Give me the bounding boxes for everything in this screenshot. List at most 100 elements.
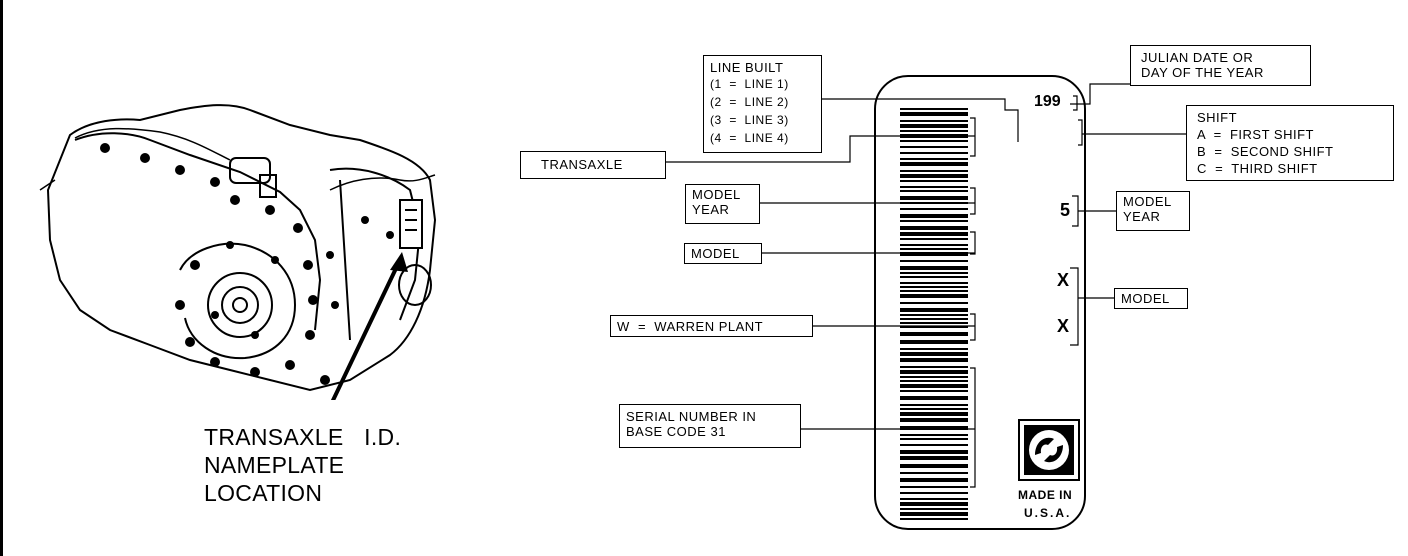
model-left-label: MODEL (691, 246, 740, 261)
barcode-bar (900, 162, 968, 166)
barcode-bar (900, 358, 968, 362)
barcode-bar (900, 380, 968, 382)
line-built-2: (2 = LINE 2) (710, 95, 789, 109)
barcode-bar (900, 226, 968, 230)
julian-date-line1: JULIAN DATE OR (1141, 50, 1254, 65)
id-nameplate (874, 75, 1086, 530)
callout-warren-plant: W = WARREN PLANT (610, 315, 813, 337)
shift-title: SHIFT (1197, 110, 1238, 125)
barcode-bar (900, 390, 968, 392)
barcode-bar (900, 290, 968, 292)
callout-model-year-left: MODEL YEAR (685, 184, 760, 224)
barcode-bar (900, 512, 968, 516)
barcode-bar (900, 220, 968, 222)
barcode-bar (900, 456, 968, 460)
barcode-bar (900, 478, 968, 482)
barcode (900, 108, 968, 520)
barcode-bar (900, 208, 968, 210)
callout-model-year-right: MODEL YEAR (1116, 191, 1190, 231)
barcode-bar (900, 486, 968, 488)
caption-location: LOCATION (204, 480, 323, 506)
barcode-bar (900, 366, 968, 368)
model-year-left-line1: MODEL (692, 187, 741, 202)
barcode-bar (900, 492, 968, 494)
model-year-left-line2: YEAR (692, 202, 730, 217)
barcode-bar (900, 108, 968, 110)
model-year-right-line1: MODEL (1123, 194, 1172, 209)
barcode-bar (900, 232, 968, 236)
barcode-bar (900, 186, 968, 188)
barcode-bar (900, 384, 968, 388)
barcode-bar (900, 472, 968, 474)
serial-number-line2: BASE CODE 31 (626, 424, 726, 439)
shift-a: A = FIRST SHIFT (1197, 127, 1314, 142)
barcode-bar (900, 314, 968, 316)
barcode-bar (900, 426, 968, 430)
caption-nameplate: NAMEPLATE (204, 452, 345, 478)
barcode-bar (900, 404, 968, 406)
barcode-bar (900, 170, 968, 172)
caption-transaxle: TRANSAXLE I.D. (204, 424, 401, 451)
line-built-3: (3 = LINE 3) (710, 113, 789, 127)
barcode-bar (900, 376, 968, 378)
barcode-bar (900, 266, 968, 270)
transaxle-illustration (39, 104, 437, 400)
callout-model-right: MODEL (1114, 288, 1188, 309)
caption-line1: TRANSAXLE (204, 424, 344, 450)
callout-shift: SHIFT A = FIRST SHIFT B = SECOND SHIFT C… (1186, 105, 1394, 181)
barcode-bar (900, 444, 968, 446)
barcode-bar (900, 124, 968, 128)
line-built-title: LINE BUILT (710, 60, 784, 75)
barcode-bar (900, 272, 968, 274)
barcode-bar (900, 518, 968, 520)
barcode-bar (900, 276, 968, 278)
barcode-bar (900, 450, 968, 454)
barcode-bar (900, 158, 968, 160)
barcode-bar (900, 130, 968, 132)
model-char-1: X (1057, 270, 1070, 290)
made-in-label: MADE IN (1018, 488, 1073, 502)
usa-label: U.S.A. (1024, 506, 1072, 520)
barcode-bar (900, 282, 968, 284)
shift-b: B = SECOND SHIFT (1197, 144, 1334, 159)
model-year-right-line2: YEAR (1123, 209, 1161, 224)
barcode-bar (900, 434, 968, 436)
barcode-bar (900, 396, 968, 400)
barcode-bar (900, 238, 968, 240)
barcode-bar (900, 286, 968, 288)
callout-julian-date: JULIAN DATE OR DAY OF THE YEAR (1130, 45, 1311, 86)
callout-serial-number: SERIAL NUMBER IN BASE CODE 31 (619, 404, 801, 448)
line-built-1: (1 = LINE 1) (710, 77, 789, 91)
barcode-bar (900, 120, 968, 122)
barcode-bar (900, 418, 968, 422)
barcode-bar (900, 248, 968, 250)
barcode-bar (900, 498, 968, 500)
callout-line-built: LINE BUILT (1 = LINE 1) (2 = LINE 2) (3 … (703, 55, 822, 153)
barcode-bar (900, 508, 968, 510)
left-frame-border (0, 0, 3, 556)
transaxle-label: TRANSAXLE (541, 157, 623, 172)
callout-model-left: MODEL (684, 243, 762, 264)
barcode-bar (900, 348, 968, 350)
julian-digits: 199 (1034, 93, 1061, 110)
barcode-bar (900, 214, 968, 218)
manufacturer-logo-icon (1018, 419, 1080, 481)
barcode-bar (900, 332, 968, 336)
barcode-bar (900, 174, 968, 178)
model-right-label: MODEL (1121, 291, 1170, 306)
barcode-bar (900, 152, 968, 154)
barcode-bar (900, 244, 968, 246)
barcode-bar (900, 190, 968, 192)
barcode-bar (900, 294, 968, 298)
barcode-bar (900, 340, 968, 344)
barcode-bar (900, 308, 968, 312)
caption-line1-suffix: I.D. (364, 424, 402, 450)
barcode-bar (900, 438, 968, 440)
callout-transaxle: TRANSAXLE (520, 151, 666, 179)
shift-c: C = THIRD SHIFT (1197, 161, 1318, 176)
barcode-bar (900, 464, 968, 468)
barcode-bar (900, 370, 968, 374)
barcode-bar (900, 112, 968, 116)
